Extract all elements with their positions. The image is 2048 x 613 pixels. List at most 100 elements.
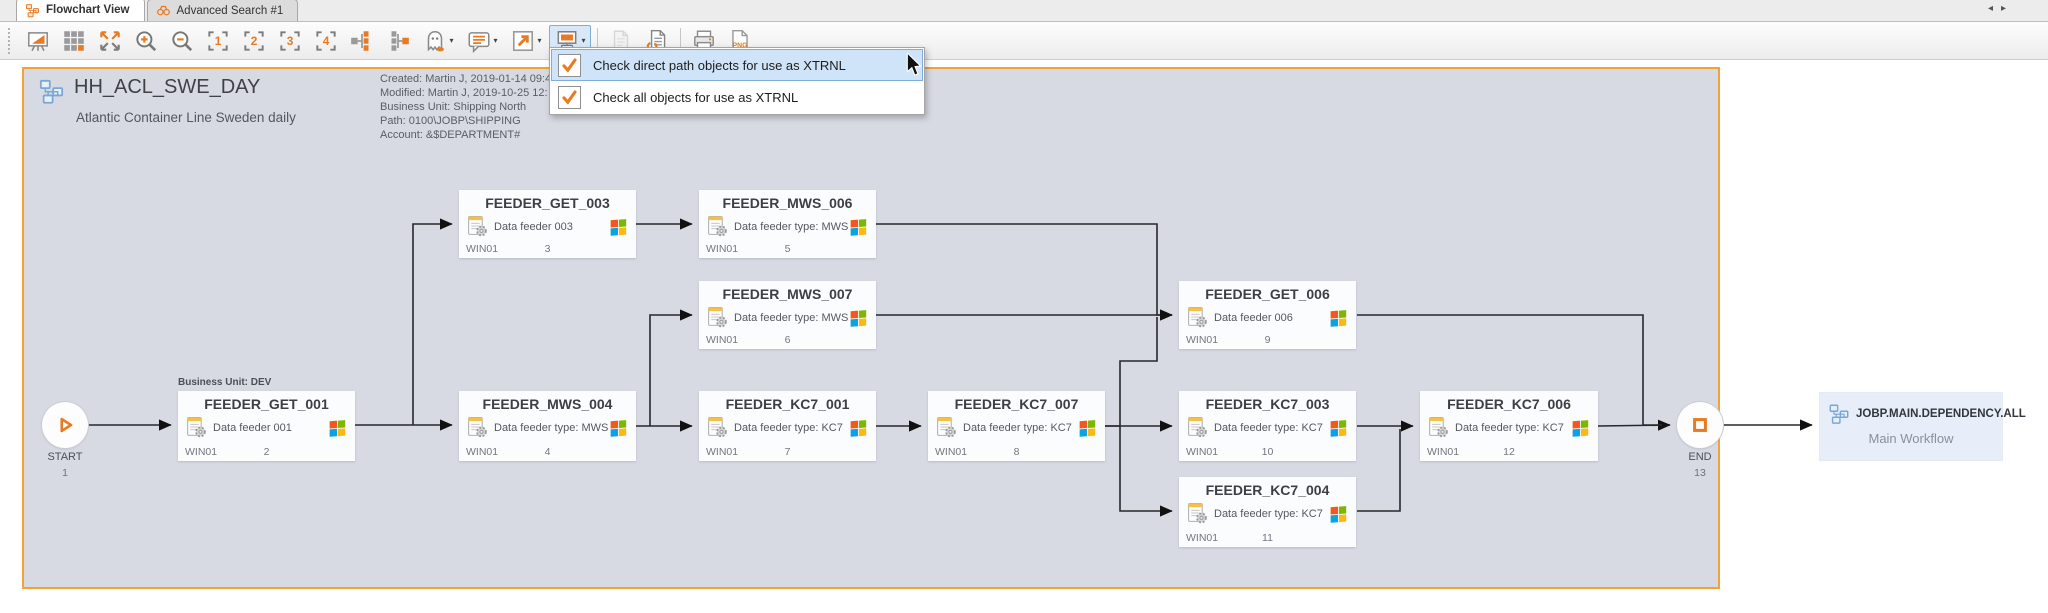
- node-feeder_mws_006[interactable]: FEEDER_MWS_006 Data feeder type: MWS 5 WI…: [699, 190, 876, 258]
- zoom-in-button[interactable]: [129, 25, 163, 57]
- document-button[interactable]: [604, 25, 638, 57]
- zoom-in-icon: [136, 30, 157, 51]
- job-document-icon: [708, 307, 727, 328]
- workflow-meta-line: Created: Martin J, 2019-01-14 09:4: [380, 73, 552, 85]
- zoom-preset-3-button[interactable]: 3: [273, 25, 307, 57]
- fit-view-button[interactable]: [93, 25, 127, 57]
- presentation-icon: [28, 31, 48, 51]
- node-title: FEEDER_MWS_007: [722, 286, 853, 302]
- grid-button[interactable]: [57, 25, 91, 57]
- zoom-out-icon: [172, 30, 193, 51]
- report-button[interactable]: [640, 25, 674, 57]
- zoom-preset-3-icon: 3: [280, 30, 300, 51]
- fit-view-icon: [100, 30, 120, 51]
- node-agent: WIN01: [185, 446, 218, 458]
- node-agent: WIN01: [706, 334, 739, 346]
- job-document-icon: [1429, 417, 1448, 438]
- chevron-down-icon: ▾: [493, 36, 498, 45]
- collapse-successors-button[interactable]: [381, 25, 415, 57]
- open-external-button[interactable]: ▾: [505, 25, 547, 57]
- comments-button[interactable]: ▾: [461, 25, 503, 57]
- windows-logo-icon: [329, 420, 346, 437]
- xtrnl-dropdown-menu: Check direct path objects for use as XTR…: [549, 47, 925, 115]
- terminal-label: END: [1688, 451, 1712, 463]
- search-icon: [156, 3, 171, 18]
- zoom-preset-2-button[interactable]: 2: [237, 25, 271, 57]
- windows-logo-icon: [1330, 420, 1347, 437]
- workflow-icon: [38, 78, 65, 105]
- chevron-down-icon: ▾: [449, 36, 454, 45]
- toolbar-grip[interactable]: [8, 27, 14, 54]
- zoom-out-button[interactable]: [165, 25, 199, 57]
- node-run-number: 10: [1261, 446, 1274, 458]
- workflow-title: HH_ACL_SWE_DAY: [74, 76, 261, 98]
- start-node[interactable]: [42, 402, 88, 448]
- node-description: Data feeder 001: [213, 421, 292, 434]
- node-agent: WIN01: [706, 243, 739, 255]
- svg-text:3: 3: [287, 34, 294, 48]
- tab-flowchart-view[interactable]: Flowchart View: [16, 0, 145, 21]
- node-agent: WIN01: [1427, 446, 1460, 458]
- node-external-workflow[interactable]: JOBP.MAIN.DEPENDENCY.ALL Main Workflow: [1820, 393, 2026, 460]
- job-document-icon: [1188, 307, 1207, 328]
- node-description: Data feeder type: MWS: [494, 421, 609, 434]
- presentation-button[interactable]: [21, 25, 55, 57]
- job-document-icon: [468, 216, 487, 237]
- tab-label: Advanced Search #1: [176, 4, 284, 17]
- play-icon: [60, 417, 73, 433]
- job-document-icon: [1188, 503, 1207, 524]
- menu-item[interactable]: Check direct path objects for use as XTR…: [551, 49, 923, 81]
- tab-nav-arrows[interactable]: ◂▸: [1987, 3, 2014, 14]
- terminal-number: 1: [62, 467, 68, 479]
- end-node[interactable]: [1677, 402, 1723, 448]
- zoom-preset-4-button[interactable]: 4: [309, 25, 343, 57]
- node-agent: WIN01: [706, 446, 739, 458]
- node-description: Data feeder type: MWS: [734, 220, 849, 233]
- tab-label: Flowchart View: [46, 4, 130, 16]
- zoom-preset-1-button[interactable]: 1: [201, 25, 235, 57]
- node-title: FEEDER_GET_001: [204, 396, 329, 412]
- menu-item[interactable]: Check all objects for use as XTRNL: [551, 81, 923, 113]
- windows-logo-icon: [850, 420, 867, 437]
- node-title: FEEDER_MWS_006: [722, 195, 853, 211]
- svg-text:2: 2: [251, 34, 258, 48]
- stop-icon: [1693, 418, 1707, 432]
- node-description: Data feeder type: KC7: [734, 421, 843, 434]
- node-title: FEEDER_KC7_006: [1447, 396, 1571, 412]
- toolbar-separator: [680, 27, 681, 54]
- ghost-mode-button[interactable]: ▾: [417, 25, 459, 57]
- workflow-subtitle: Atlantic Container Line Sweden daily: [76, 110, 296, 125]
- print-button[interactable]: [687, 25, 721, 57]
- checkbox-checked-icon[interactable]: [558, 85, 581, 109]
- job-document-icon: [468, 417, 487, 438]
- menu-item-label: Check all objects for use as XTRNL: [593, 89, 799, 105]
- windows-logo-icon: [850, 310, 867, 327]
- node-description: Data feeder type: KC7: [1214, 507, 1323, 520]
- tab-advanced-search[interactable]: Advanced Search #1: [146, 0, 299, 21]
- ghost-mode-icon: [428, 30, 445, 52]
- windows-logo-icon: [1330, 310, 1347, 327]
- windows-logo-icon: [1572, 420, 1589, 437]
- zoom-preset-2-icon: 2: [244, 30, 264, 51]
- svg-text:4: 4: [323, 34, 330, 48]
- zoom-preset-4-icon: 4: [316, 30, 336, 51]
- node-description: Data feeder type: MWS: [734, 311, 849, 324]
- node-title: FEEDER_GET_003: [485, 195, 610, 211]
- node-run-number: 5: [784, 243, 791, 255]
- comments-icon: [468, 31, 490, 53]
- external-node-name: JOBP.MAIN.DEPENDENCY.ALL: [1856, 408, 2026, 420]
- checkbox-checked-icon[interactable]: [558, 53, 581, 77]
- node-description: Data feeder 003: [494, 220, 573, 233]
- expand-predecessors-button[interactable]: [345, 25, 379, 57]
